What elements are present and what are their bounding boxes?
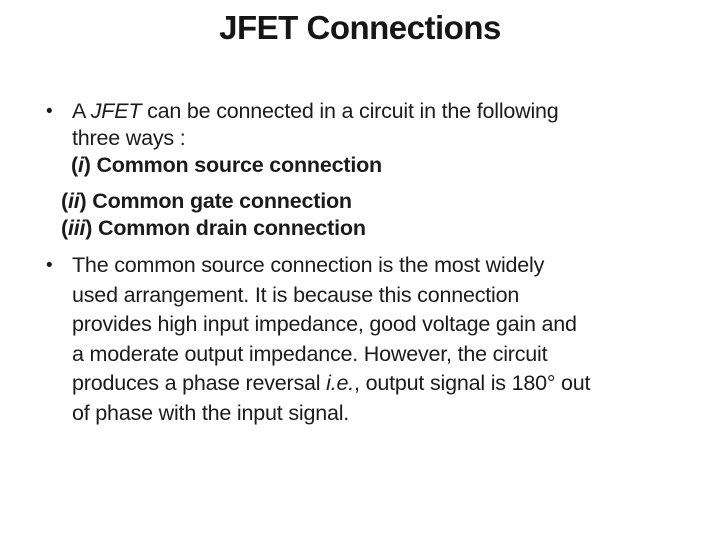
text-run: can be connected in a circuit in the fol… — [141, 99, 559, 123]
slide-body: • A JFET can be connected in a circuit in… — [45, 98, 693, 428]
text-run: JFET — [90, 99, 142, 123]
text-line: (ii) Common gate connection — [45, 188, 693, 215]
bullet-marker: • — [46, 255, 53, 276]
text-run: , output signal is 180° out — [354, 371, 591, 395]
text-run: i — [77, 153, 84, 177]
paragraph-common-source-description: • The common source connection is the mos… — [45, 251, 693, 428]
text-run: iii — [67, 216, 86, 240]
text-run: ) Common gate connection — [79, 189, 353, 213]
text-run: ) Common drain connection — [85, 216, 366, 240]
text-run: ( — [71, 153, 78, 177]
text-run: A — [72, 99, 91, 123]
text-line: three ways : — [45, 125, 693, 152]
text-run: three ways : — [72, 126, 186, 150]
text-run: used arrangement. It is because this con… — [72, 282, 520, 307]
text-run: ( — [61, 216, 68, 240]
bullet-marker: • — [46, 101, 53, 122]
slide-title: JFET Connections — [219, 9, 501, 46]
text-line: (i) Common source connection — [45, 152, 693, 179]
text-line: • The common source connection is the mos… — [45, 251, 693, 281]
text-line: • A JFET can be connected in a circuit in… — [45, 98, 693, 125]
paragraph-list-continued: (ii) Common gate connection(iii) Common … — [45, 188, 693, 242]
paragraph-intro: • A JFET can be connected in a circuit in… — [45, 98, 693, 179]
text-run: ( — [61, 189, 68, 213]
text-line: (iii) Common drain connection — [45, 215, 693, 242]
text-run: of phase with the input signal. — [72, 400, 350, 425]
text-run: The common source connection is the most… — [72, 253, 545, 277]
text-run: i.e. — [326, 371, 355, 395]
text-run: produces a phase reversal — [72, 371, 327, 395]
text-run: ) Common source connection — [83, 153, 382, 177]
text-run: provides high input impedance, good volt… — [72, 312, 577, 336]
text-line: provides high input impedance, good volt… — [45, 310, 693, 340]
text-line: a moderate output impedance. However, th… — [45, 340, 693, 370]
text-line: produces a phase reversal i.e., output s… — [45, 369, 693, 399]
text-run: a moderate output impedance. However, th… — [72, 341, 548, 366]
text-run: ii — [67, 189, 80, 213]
text-line: of phase with the input signal. — [45, 399, 693, 429]
text-line: used arrangement. It is because this con… — [45, 281, 693, 311]
